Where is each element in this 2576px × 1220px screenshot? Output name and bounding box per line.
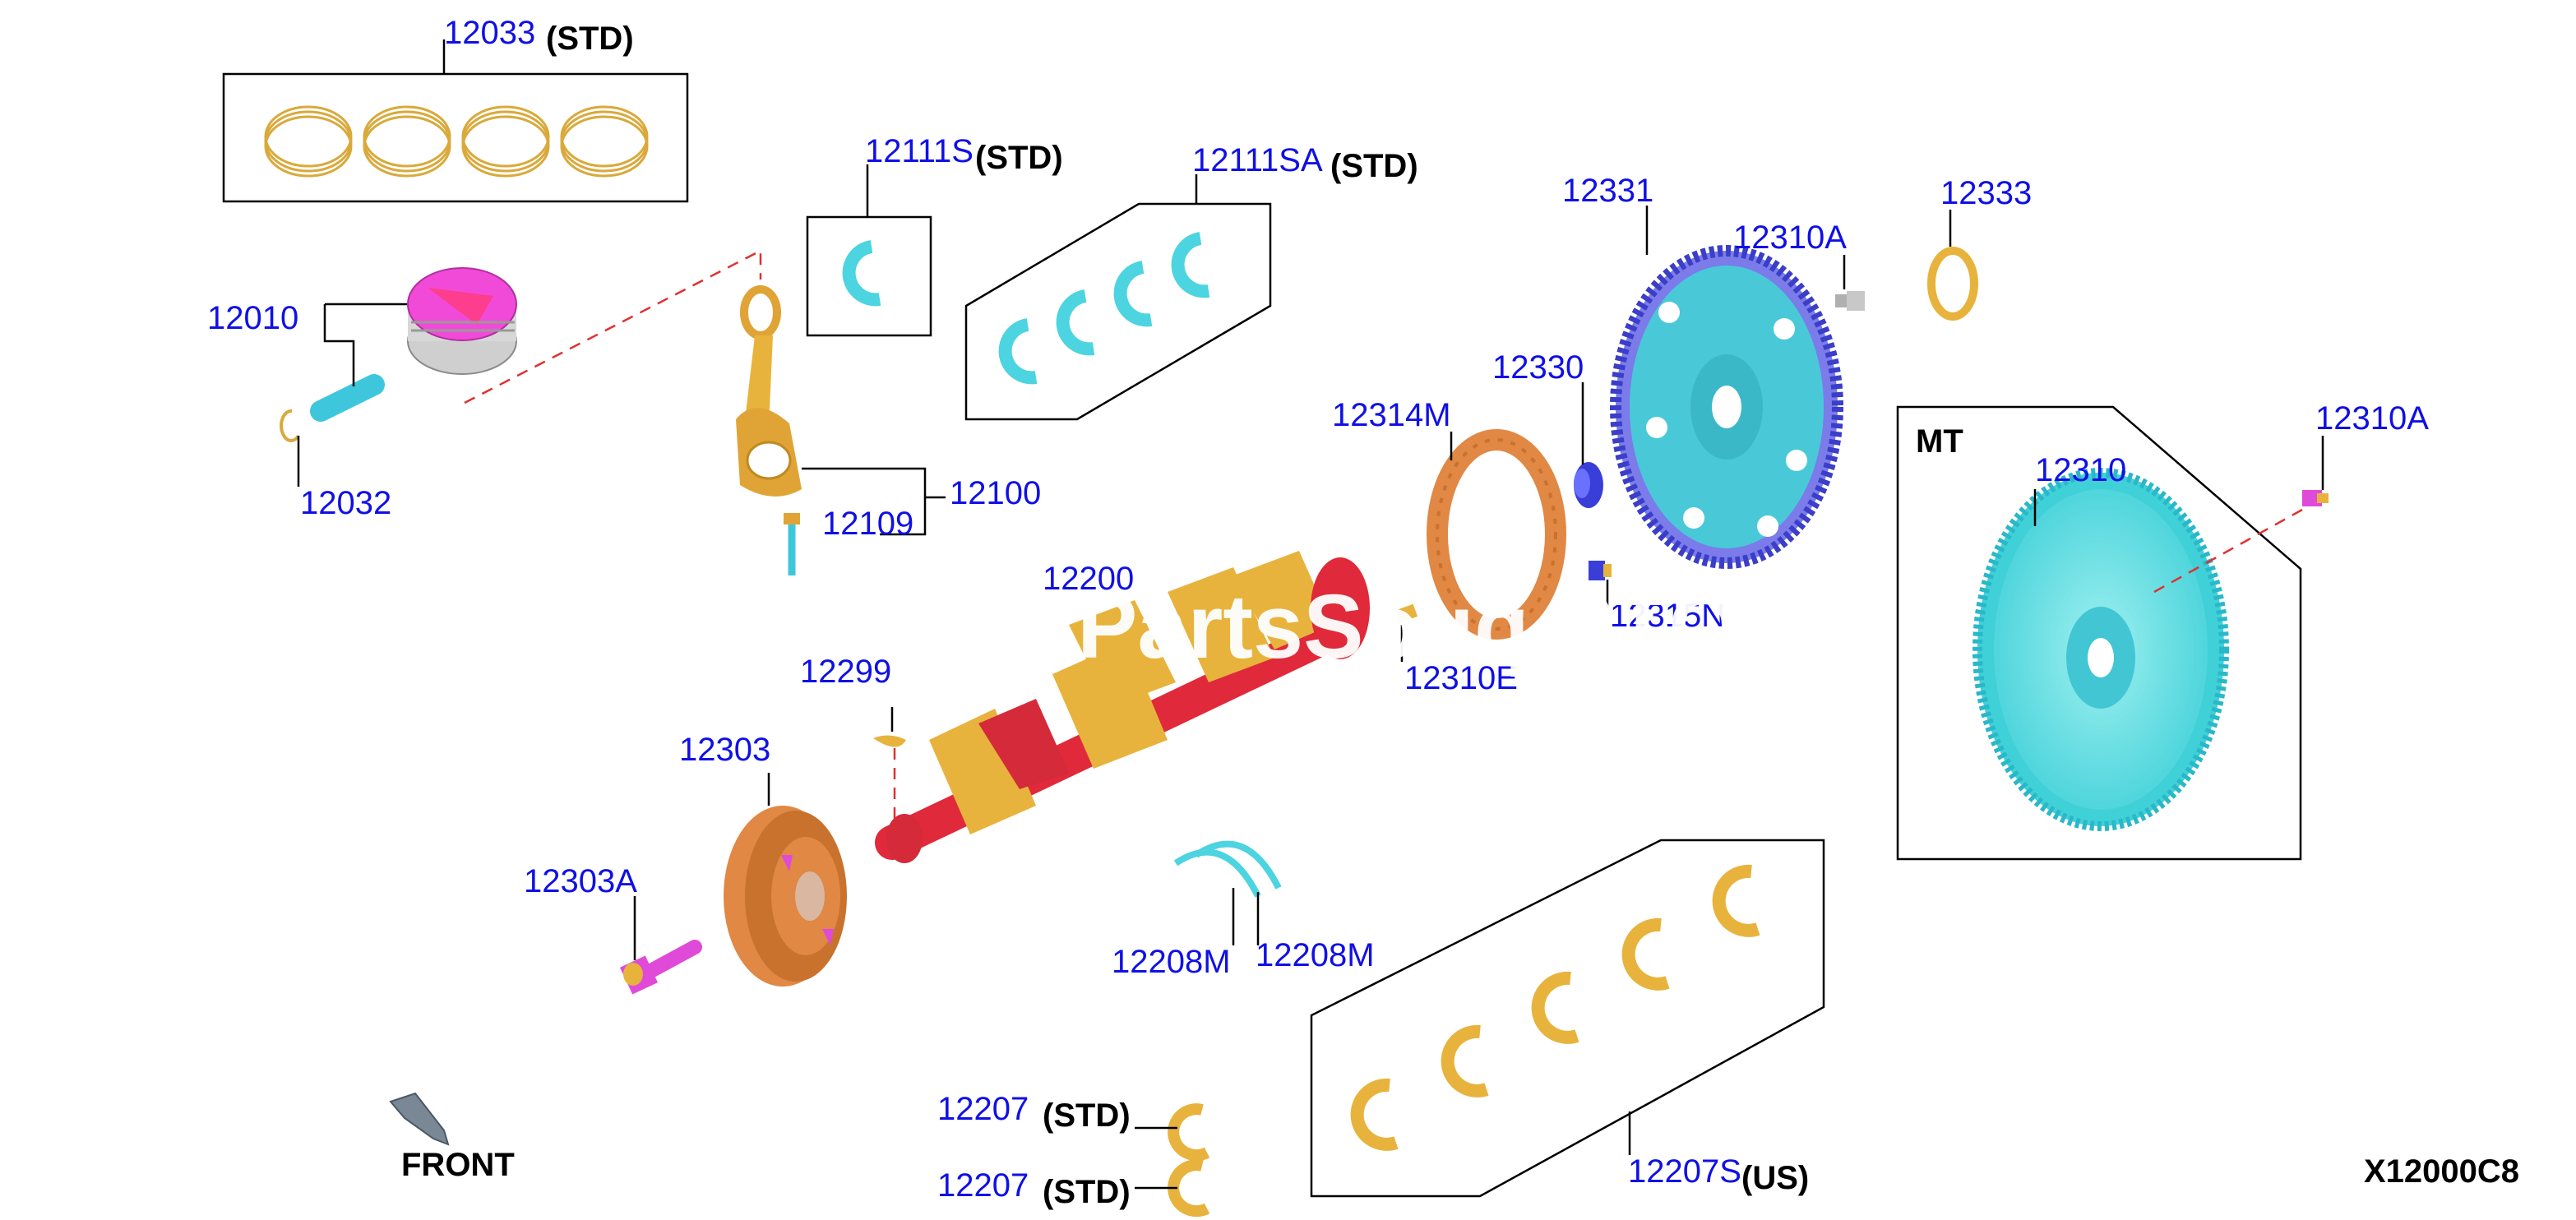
connecting-rod-bolt[interactable] xyxy=(784,513,800,575)
main-bearing-std-1[interactable] xyxy=(1168,1103,1210,1162)
pilot-bushing[interactable] xyxy=(1574,462,1603,508)
drive-plate-bolt[interactable] xyxy=(1835,291,1865,311)
label-12111SA[interactable]: 12111SA xyxy=(1192,142,1323,178)
flywheel[interactable] xyxy=(1972,468,2229,831)
qualifier-12207-a: (STD) xyxy=(1043,1098,1131,1134)
label-12315N[interactable]: 12315N xyxy=(1610,598,1725,634)
label-12111S[interactable]: 12111S xyxy=(865,133,974,169)
label-12100[interactable]: 12100 xyxy=(950,475,1041,511)
piston-ring-set[interactable] xyxy=(222,72,689,203)
label-12208M-a[interactable]: 12208M xyxy=(1112,944,1231,980)
pilot-bearing[interactable] xyxy=(1589,561,1612,580)
piston[interactable] xyxy=(407,267,517,375)
label-12033[interactable]: 12033 xyxy=(444,15,535,51)
label-12303A[interactable]: 12303A xyxy=(524,863,637,899)
diagram-code: X12000C8 xyxy=(2364,1153,2519,1190)
qualifier-12111SA: (STD) xyxy=(1330,148,1418,184)
label-12207S[interactable]: 12207S xyxy=(1628,1153,1741,1190)
main-bearing-set[interactable] xyxy=(1350,864,1760,1151)
piston-pin-snap-ring[interactable] xyxy=(280,409,300,442)
crankshaft[interactable] xyxy=(875,551,1370,863)
label-12109[interactable]: 12109 xyxy=(822,506,913,542)
label-12032[interactable]: 12032 xyxy=(300,485,391,521)
label-12310A-a[interactable]: 12310A xyxy=(1733,220,1847,256)
crank-key[interactable] xyxy=(873,735,906,747)
label-12207-a[interactable]: 12207 xyxy=(937,1091,1029,1127)
mt-label: MT xyxy=(1916,423,1963,460)
conrod-bearing-box xyxy=(806,215,932,337)
reinforcement-plate[interactable] xyxy=(1927,247,1978,321)
qualifier-12111S: (STD) xyxy=(975,140,1063,176)
piston-pin[interactable] xyxy=(310,374,385,422)
label-12303[interactable]: 12303 xyxy=(679,732,770,768)
label-12310[interactable]: 12310 xyxy=(2035,452,2126,488)
crankshaft-pulley-bolt[interactable] xyxy=(619,940,702,995)
qualifier-12033: (STD) xyxy=(546,21,634,57)
label-12200[interactable]: 12200 xyxy=(1043,561,1134,597)
front-arrow-icon xyxy=(389,1092,450,1146)
conrod-bearing-pair[interactable] xyxy=(842,240,881,307)
label-12333[interactable]: 12333 xyxy=(1940,175,2032,211)
label-12310A-b[interactable]: 12310A xyxy=(2315,400,2429,437)
watermark: PartsSouq STORE xyxy=(1077,576,1865,677)
label-12330[interactable]: 12330 xyxy=(1492,349,1584,386)
label-12310E[interactable]: 12310E xyxy=(1404,660,1518,696)
conrod-bearing-set-box xyxy=(964,202,1272,421)
conrod-bearing-set[interactable] xyxy=(998,232,1210,385)
main-bearing-set-box xyxy=(1310,839,1825,1198)
qualifier-12207-b: (STD) xyxy=(1043,1174,1131,1210)
thrust-bearing-pair[interactable] xyxy=(1173,840,1282,898)
ring-set-illustration xyxy=(264,105,649,178)
dowel-pin[interactable] xyxy=(1395,603,1418,623)
qualifier-12207S: (US) xyxy=(1741,1160,1809,1196)
drive-plate[interactable] xyxy=(1610,245,1843,569)
mt-flywheel-box xyxy=(1896,405,2302,861)
main-bearing-std-2[interactable] xyxy=(1168,1159,1210,1218)
label-12314M[interactable]: 12314M xyxy=(1332,397,1451,433)
label-12208M-b[interactable]: 12208M xyxy=(1256,937,1375,973)
front-label: FRONT xyxy=(401,1147,515,1183)
label-12299[interactable]: 12299 xyxy=(800,654,891,690)
connecting-rod[interactable] xyxy=(736,285,802,497)
rear-oil-seal[interactable] xyxy=(1427,429,1566,640)
label-12207-b[interactable]: 12207 xyxy=(937,1167,1029,1204)
label-12010[interactable]: 12010 xyxy=(207,300,298,336)
label-12331[interactable]: 12331 xyxy=(1562,173,1653,209)
flywheel-bolt[interactable] xyxy=(2302,490,2329,506)
crankshaft-pulley[interactable] xyxy=(724,806,847,987)
